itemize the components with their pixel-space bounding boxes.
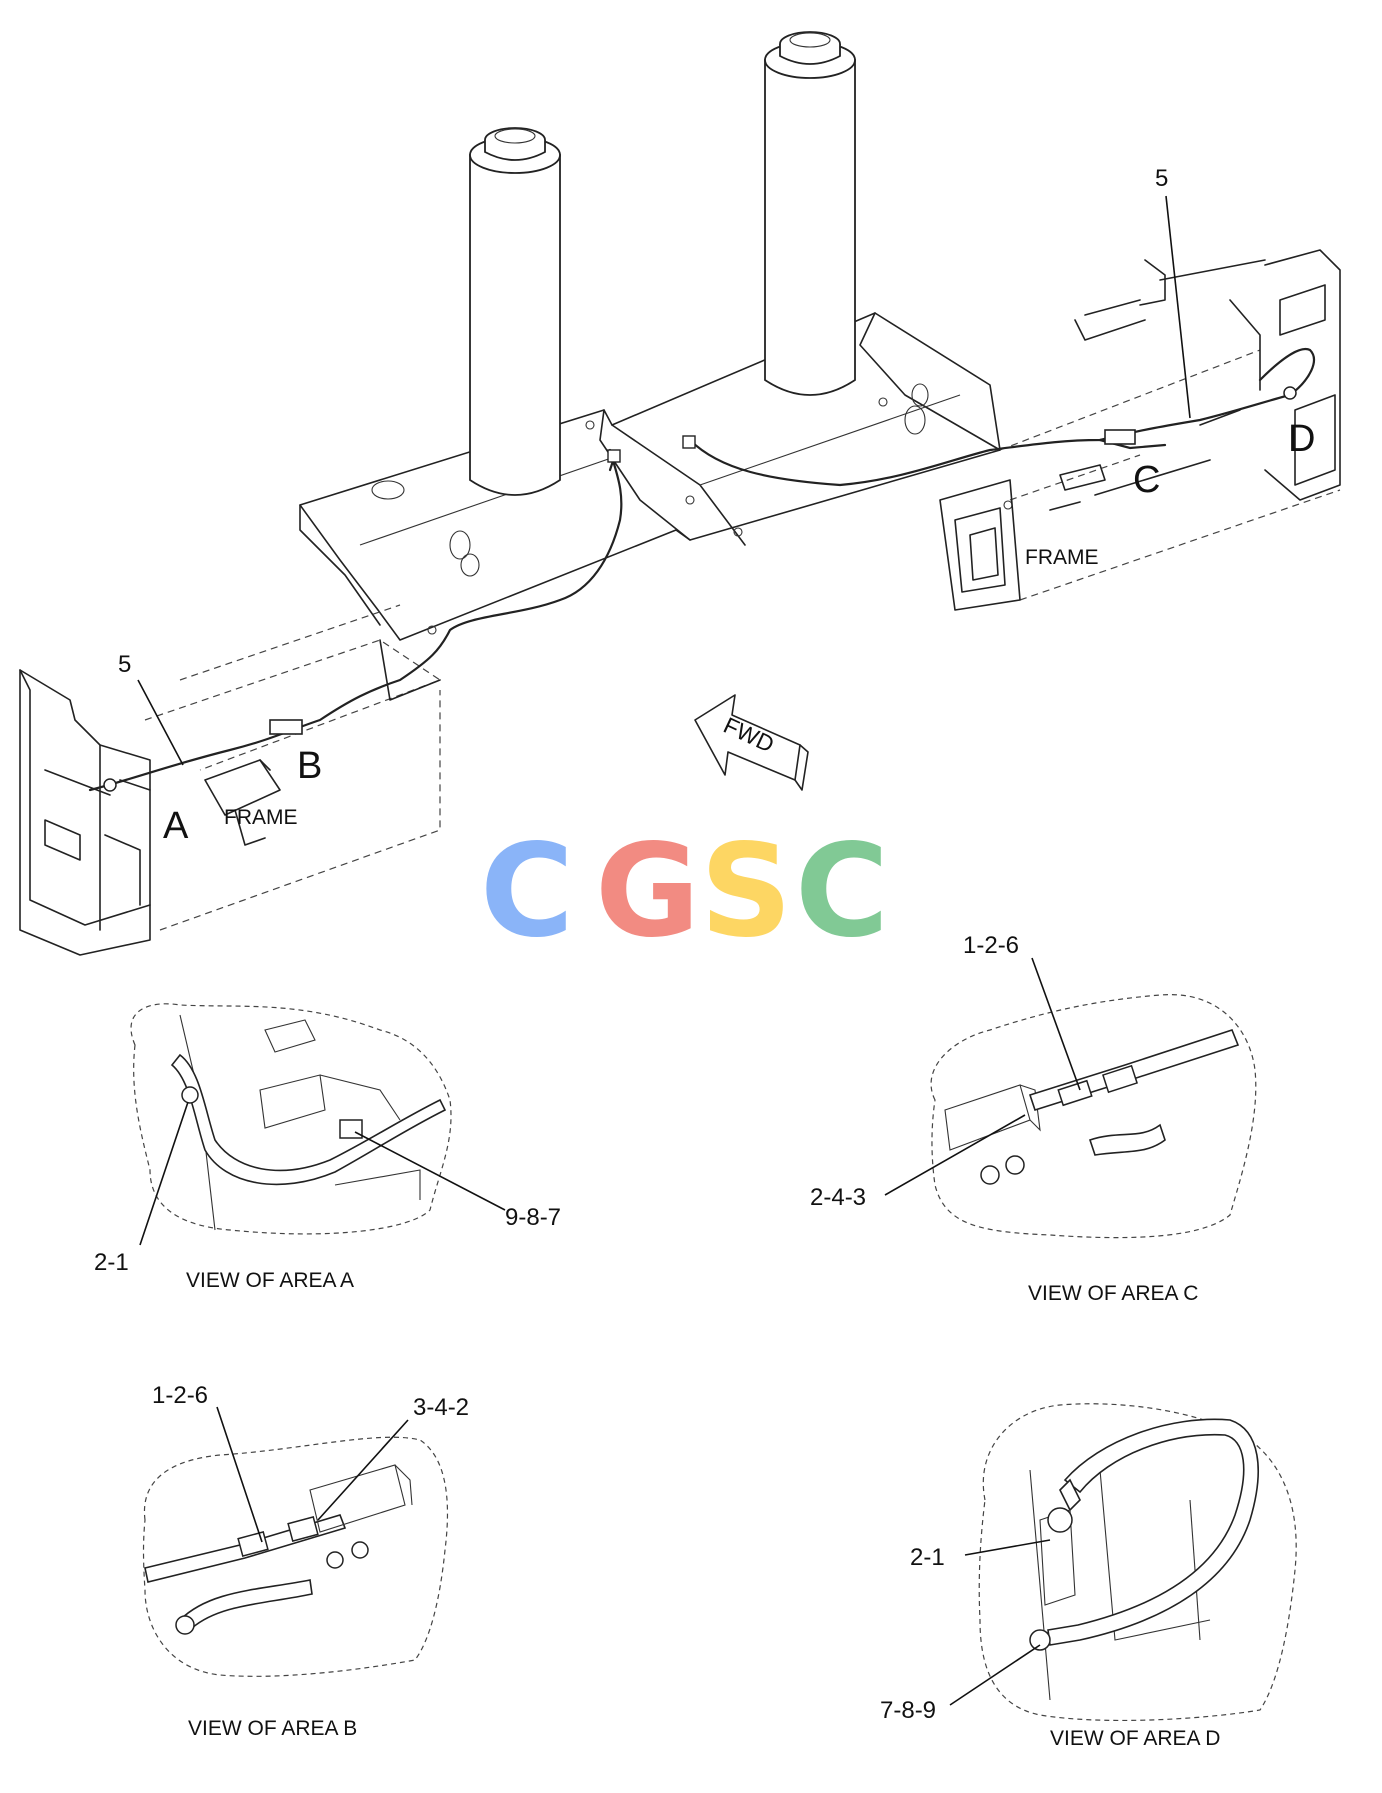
fwd-arrow-label: FWD bbox=[720, 712, 778, 758]
view-c-caption: VIEW OF AREA C bbox=[1028, 1282, 1198, 1305]
view-b-callout-3-4-2: 3-4-2 bbox=[413, 1394, 469, 1421]
area-letter-a: A bbox=[163, 805, 189, 847]
fwd-arrow: FWD bbox=[694, 694, 809, 791]
watermark-letter-s: S bbox=[700, 817, 792, 966]
frame-label-left: FRAME bbox=[224, 806, 298, 829]
watermark-letter-g: G bbox=[595, 817, 700, 966]
wire-harness bbox=[88, 347, 1316, 792]
frame-label-right: FRAME bbox=[1025, 546, 1099, 569]
area-letter-b: B bbox=[297, 745, 322, 787]
cgsc-watermark: C G S C bbox=[480, 817, 889, 966]
view-a-callout-2-1: 2-1 bbox=[94, 1249, 129, 1276]
callout-5-left: 5 bbox=[118, 651, 184, 766]
frame-center-plate bbox=[299, 312, 1013, 641]
view-d-callout-2-1: 2-1 bbox=[910, 1544, 945, 1571]
view-b-callout-1-2-6: 1-2-6 bbox=[152, 1382, 208, 1409]
watermark-letter-c2: C bbox=[795, 817, 889, 966]
view-area-a: 2-1 9-8-7 VIEW OF AREA A bbox=[94, 1003, 561, 1292]
view-a-caption: VIEW OF AREA A bbox=[186, 1269, 354, 1292]
view-area-b: 1-2-6 3-4-2 VIEW OF AREA B bbox=[142, 1382, 469, 1740]
callout-5-right: 5 bbox=[1155, 165, 1191, 419]
area-letter-c: C bbox=[1133, 459, 1160, 501]
view-d-caption: VIEW OF AREA D bbox=[1050, 1727, 1220, 1750]
view-area-d: 2-1 7-8-9 VIEW OF AREA D bbox=[880, 1403, 1297, 1750]
frame-left-section bbox=[19, 604, 442, 956]
view-b-caption: VIEW OF AREA B bbox=[188, 1717, 357, 1740]
cylinder-right bbox=[764, 31, 856, 396]
callout-5-left-label: 5 bbox=[118, 651, 131, 678]
view-area-c: 1-2-6 2-4-3 VIEW OF AREA C bbox=[810, 932, 1257, 1305]
area-letter-d: D bbox=[1288, 418, 1315, 460]
view-d-callout-7-8-9: 7-8-9 bbox=[880, 1697, 936, 1724]
view-a-callout-9-8-7: 9-8-7 bbox=[505, 1204, 561, 1231]
callout-5-right-label: 5 bbox=[1155, 165, 1168, 192]
watermark-letter-c1: C bbox=[480, 817, 574, 966]
view-c-callout-1-2-6: 1-2-6 bbox=[963, 932, 1019, 959]
frame-right-section bbox=[939, 249, 1341, 611]
view-c-callout-2-4-3: 2-4-3 bbox=[810, 1184, 866, 1211]
cylinder-left bbox=[469, 127, 561, 496]
